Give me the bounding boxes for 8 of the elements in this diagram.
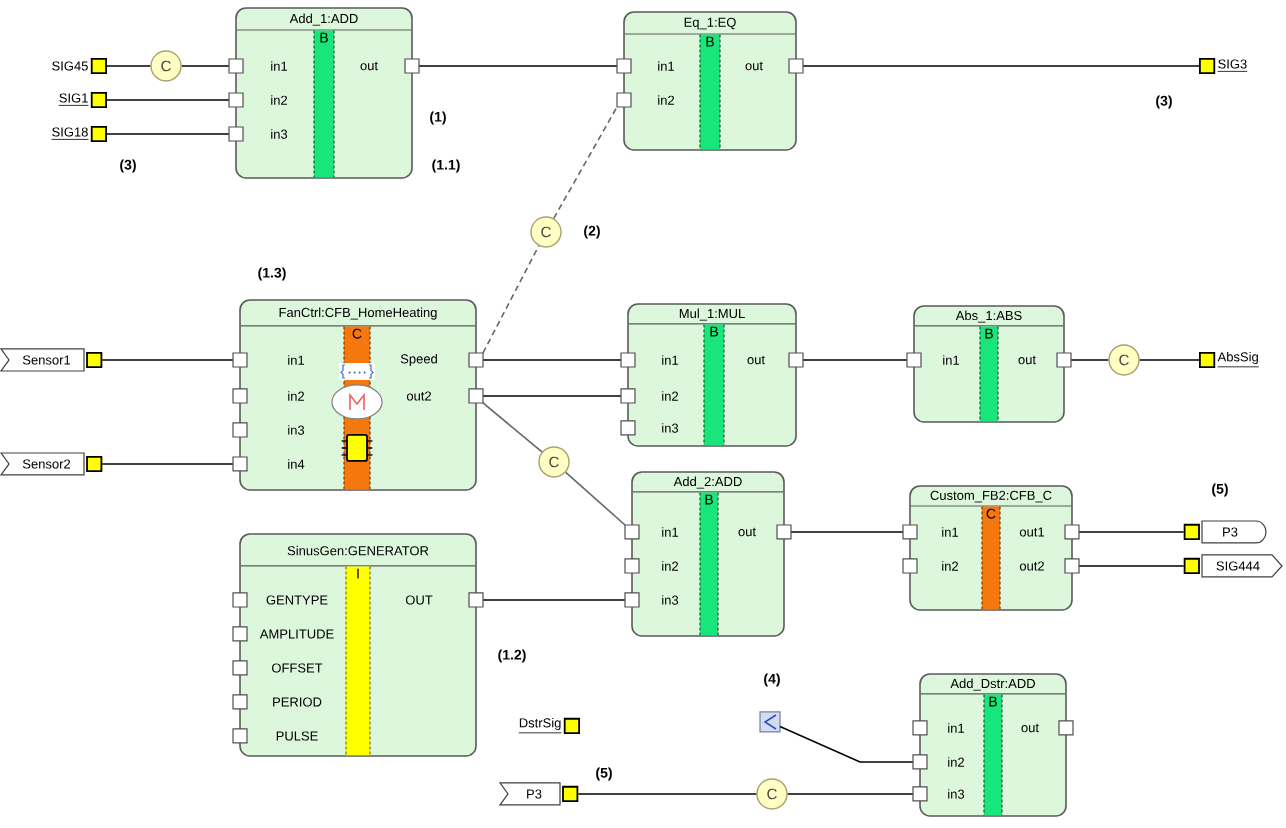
connector-line [482,245,540,354]
connector-line [106,65,152,67]
connector-line [482,402,543,453]
connector-line [1138,359,1200,361]
connector-line [564,471,626,526]
connector-line [552,106,618,220]
connector-line [577,793,758,795]
chevron-icon [759,711,781,733]
